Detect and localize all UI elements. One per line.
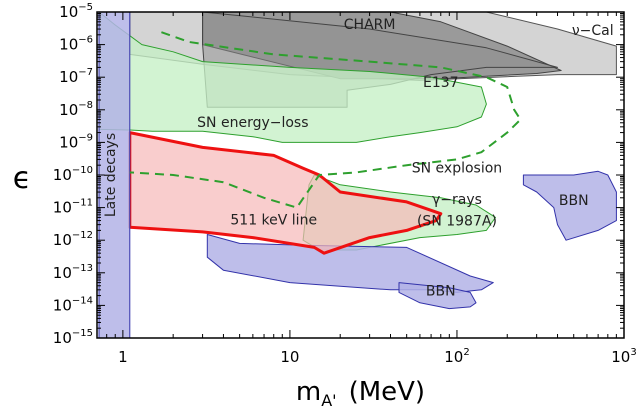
x-axis-title-main: m xyxy=(296,377,321,407)
label-sn-1987a: (SN 1987A) xyxy=(417,214,497,230)
y-tick-label: 10−10 xyxy=(53,165,93,184)
label-bbn: BBN xyxy=(426,284,456,300)
region-layer xyxy=(98,12,617,338)
x-tick-label: 10 xyxy=(280,348,299,366)
label-cal: ν−Cal xyxy=(572,23,614,39)
label-bbn: BBN xyxy=(559,193,589,209)
x-tick-label: 103 xyxy=(611,347,636,366)
y-tick-label: 10−6 xyxy=(59,35,93,54)
label-sn-explosion: SN explosion xyxy=(412,160,502,176)
label-511-kev-line: 511 keV line xyxy=(230,213,317,229)
y-tick-label: 10−7 xyxy=(59,67,93,86)
y-tick-label: 10−5 xyxy=(59,2,93,21)
region-bbn-lower-detached xyxy=(398,282,477,310)
y-tick-label: 10−14 xyxy=(53,295,93,314)
y-tick-label: 10−15 xyxy=(53,328,93,347)
label-e137: E137 xyxy=(423,75,459,91)
x-tick-label: 1 xyxy=(118,348,128,366)
y-tick-label: 10−8 xyxy=(59,100,93,119)
y-tick-label: 10−9 xyxy=(59,132,93,151)
region-late-decays xyxy=(98,12,131,338)
label-late-decays: Late decays xyxy=(103,133,119,217)
region-511-kev-line xyxy=(128,131,443,255)
x-axis-title-unit: (MeV) xyxy=(349,377,426,407)
label-rays: γ−rays xyxy=(432,192,482,208)
region-bbn-right xyxy=(522,170,617,241)
y-tick-label: 10−12 xyxy=(53,230,93,249)
label-charm: CHARM xyxy=(344,17,396,33)
tick-layer: 10−5 10−6 10−7 10−8 10−9 10−10 10−11 10−12 10−13… xyxy=(53,2,637,366)
y-tick-label: 10−11 xyxy=(53,198,93,217)
region-sn-energy-loss xyxy=(98,12,487,143)
x-tick-label: 102 xyxy=(444,347,469,366)
y-axis-title: ϵ xyxy=(13,161,31,196)
x-axis-title: mA' (MeV) xyxy=(296,377,425,410)
x-axis-title-sub: A' xyxy=(321,391,336,410)
region-sn-explosion xyxy=(129,31,522,209)
label-sn-energy-loss: SN energy−loss xyxy=(197,115,308,131)
y-tick-label: 10−13 xyxy=(53,263,93,282)
